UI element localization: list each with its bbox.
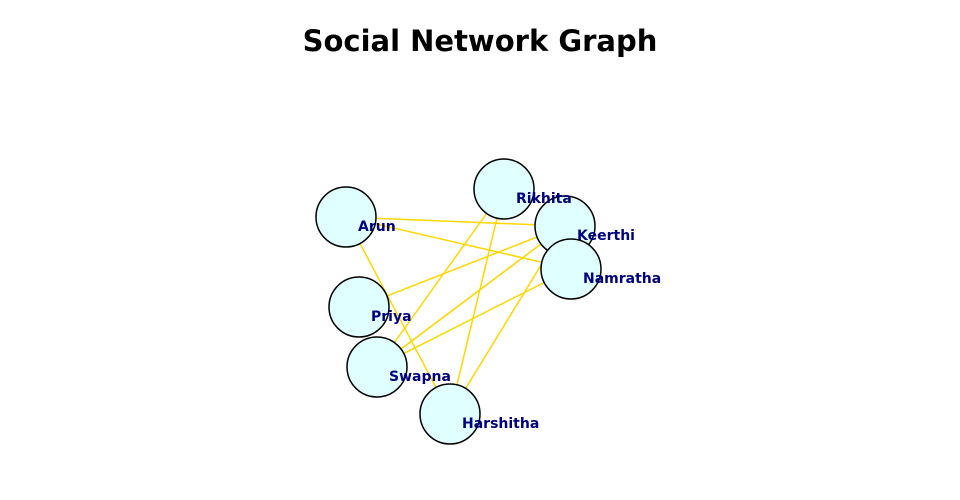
node-arun[interactable] (315, 186, 377, 248)
edge-swapna-namratha (376, 268, 572, 368)
edge-priya-keerthi (358, 225, 566, 308)
edge-harshitha-rikhita (449, 188, 505, 415)
edge-swapna-rikhita (376, 188, 505, 368)
nodes-layer: Arun RikhitaKeerthiNamrathaPriyaSwapnaHar… (315, 158, 661, 445)
node-harshitha[interactable] (419, 383, 481, 445)
edges-layer (345, 188, 572, 415)
node-label-keerthi: Keerthi (577, 228, 635, 244)
node-label-harshitha: Harshitha (462, 416, 539, 432)
node-label-namratha: Namratha (583, 271, 661, 287)
edge-arun-namratha (345, 216, 572, 270)
graph-title: Social Network Graph (302, 24, 658, 58)
node-label-priya: Priya (371, 309, 412, 325)
node-swapna[interactable] (346, 336, 408, 398)
node-label-swapna: Swapna (389, 369, 451, 385)
edge-arun-harshitha (345, 216, 451, 415)
node-rikhita[interactable] (473, 158, 535, 220)
node-label-rikhita: Rikhita (516, 191, 572, 207)
node-priya[interactable] (328, 276, 390, 338)
node-namratha[interactable] (540, 238, 602, 300)
edge-swapna-keerthi (376, 225, 566, 368)
node-label-arun: Arun (358, 219, 396, 235)
edge-arun-keerthi (345, 216, 566, 227)
